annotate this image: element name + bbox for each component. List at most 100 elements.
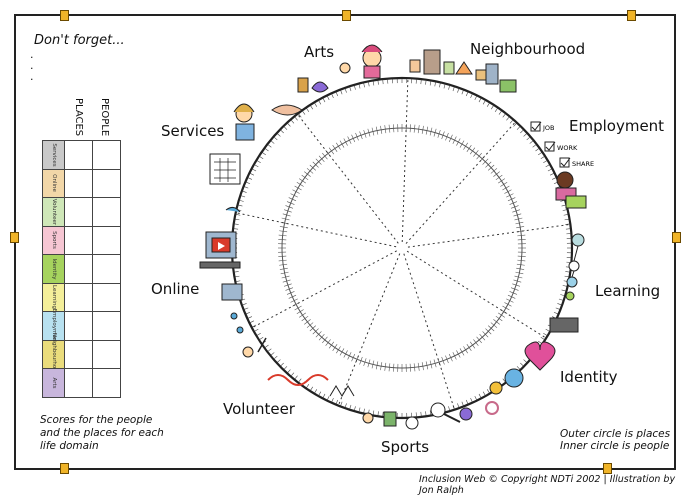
outer-circle-tick: [295, 117, 298, 120]
outer-circle-tick: [336, 400, 338, 404]
outer-circle-tick: [307, 108, 309, 111]
inner-circle-tick: [504, 190, 511, 194]
outer-circle-tick: [354, 86, 355, 90]
outer-circle-tick: [499, 111, 501, 114]
outer-circle-tick: [479, 99, 481, 103]
outer-circle-tick: [307, 384, 309, 387]
outer-circle-tick: [319, 101, 321, 104]
outer-circle-tick: [235, 276, 239, 277]
checklist-share: SHARE: [572, 160, 594, 168]
outer-circle-tick: [557, 303, 561, 304]
inner-circle-tick: [389, 363, 390, 371]
outer-circle-tick: [260, 157, 263, 159]
outer-circle-tick: [475, 96, 477, 100]
outer-circle-tick: [235, 271, 239, 272]
outer-circle-tick: [341, 91, 342, 95]
outer-circle-tick: [517, 366, 520, 369]
outer-circle-tick: [435, 82, 436, 86]
outer-circle-tick: [564, 214, 568, 215]
outer-circle-tick: [425, 81, 426, 85]
inner-circle-tick: [453, 137, 457, 144]
outer-circle-tick: [554, 312, 558, 314]
inner-circle-tick: [299, 179, 306, 183]
outer-circle-tick: [350, 405, 351, 409]
outer-circle-tick: [274, 137, 277, 140]
outer-circle-tick: [530, 141, 533, 144]
inner-circle-tick: [389, 125, 390, 133]
outer-circle-tick: [235, 219, 239, 220]
outer-circle-tick: [487, 103, 489, 106]
inner-circle-tick: [297, 309, 304, 313]
inner-circle-tick: [506, 299, 513, 303]
outer-circle-tick: [560, 200, 564, 201]
inner-circle-tick: [344, 139, 348, 146]
inner-circle-tick: [393, 364, 394, 372]
inner-circle-tick: [279, 235, 287, 236]
outer-circle-tick: [345, 403, 346, 407]
outer-circle-tick: [311, 106, 313, 109]
inner-circle-tick: [414, 363, 415, 371]
inner-circle-tick: [299, 313, 306, 317]
outer-circle-tick: [541, 157, 544, 159]
learning-label: Learning: [595, 282, 660, 300]
outer-circle-tick: [265, 345, 268, 347]
inner-circle-tick: [279, 260, 287, 261]
inner-circle-tick: [304, 172, 310, 177]
inner-circle-tick: [291, 299, 298, 303]
outer-circle-tick: [239, 205, 243, 206]
outer-circle-tick: [373, 81, 374, 85]
outer-circle-tick: [281, 363, 284, 366]
outer-circle-tick: [475, 396, 477, 400]
inner-circle-tick: [295, 306, 302, 310]
outer-circle-tick: [562, 290, 566, 291]
outer-circle-tick: [359, 408, 360, 412]
outer-circle-tick: [506, 117, 509, 120]
inner-circle-tick: [496, 175, 502, 180]
learning-icon: [550, 234, 584, 332]
outer-circle-tick: [281, 130, 284, 133]
inner-circle-tick: [304, 319, 310, 324]
inner-circle-tick: [340, 348, 344, 355]
inner-circle-tick: [473, 339, 478, 345]
neighbourhood-label: Neighbourhood: [470, 40, 585, 58]
outer-circle-tick: [453, 87, 454, 91]
inner-circle-tick: [336, 346, 340, 353]
outer-circle-tick: [265, 149, 268, 151]
inner-circle-tick: [348, 352, 352, 359]
outer-circle-tick: [248, 317, 252, 319]
outer-circle-tick: [448, 86, 449, 90]
identity-icon: [460, 342, 555, 420]
outer-circle-tick: [336, 92, 338, 96]
outer-circle-tick: [284, 127, 287, 130]
inner-circle-tick: [333, 145, 337, 152]
inner-circle-tick: [502, 306, 509, 310]
inner-circle-tick: [518, 256, 526, 257]
inner-circle-tick: [456, 350, 460, 357]
outer-circle-tick: [250, 173, 254, 175]
inner-circle-tick: [517, 260, 525, 261]
inner-circle-tick: [463, 143, 467, 150]
inner-circle-tick: [517, 235, 525, 236]
inner-circle-tick: [295, 186, 302, 190]
inner-circle-tick: [278, 239, 286, 240]
outer-circle-tick: [354, 406, 355, 410]
outer-circle-tick: [466, 92, 468, 96]
outer-circle-tick: [527, 137, 530, 140]
outer-circle-tick: [491, 106, 493, 109]
outer-circle-tick: [299, 379, 301, 382]
web-spoke: [408, 224, 570, 247]
outer-circle-tick: [277, 360, 280, 363]
outer-circle-tick: [246, 312, 250, 314]
inner-circle-tick: [470, 148, 475, 154]
outer-circle-tick: [425, 411, 426, 415]
outer-circle-tick: [271, 141, 274, 144]
outer-circle-tick: [284, 366, 287, 369]
outer-circle-tick: [332, 94, 334, 98]
outer-circle-tick: [341, 402, 342, 406]
outer-circle-tick: [323, 99, 325, 103]
outer-circle-tick: [245, 308, 249, 309]
outer-circle-tick: [439, 83, 440, 87]
outer-circle-tick: [271, 352, 274, 355]
inner-circle-tick: [467, 344, 471, 351]
outer-circle-tick: [520, 363, 523, 366]
